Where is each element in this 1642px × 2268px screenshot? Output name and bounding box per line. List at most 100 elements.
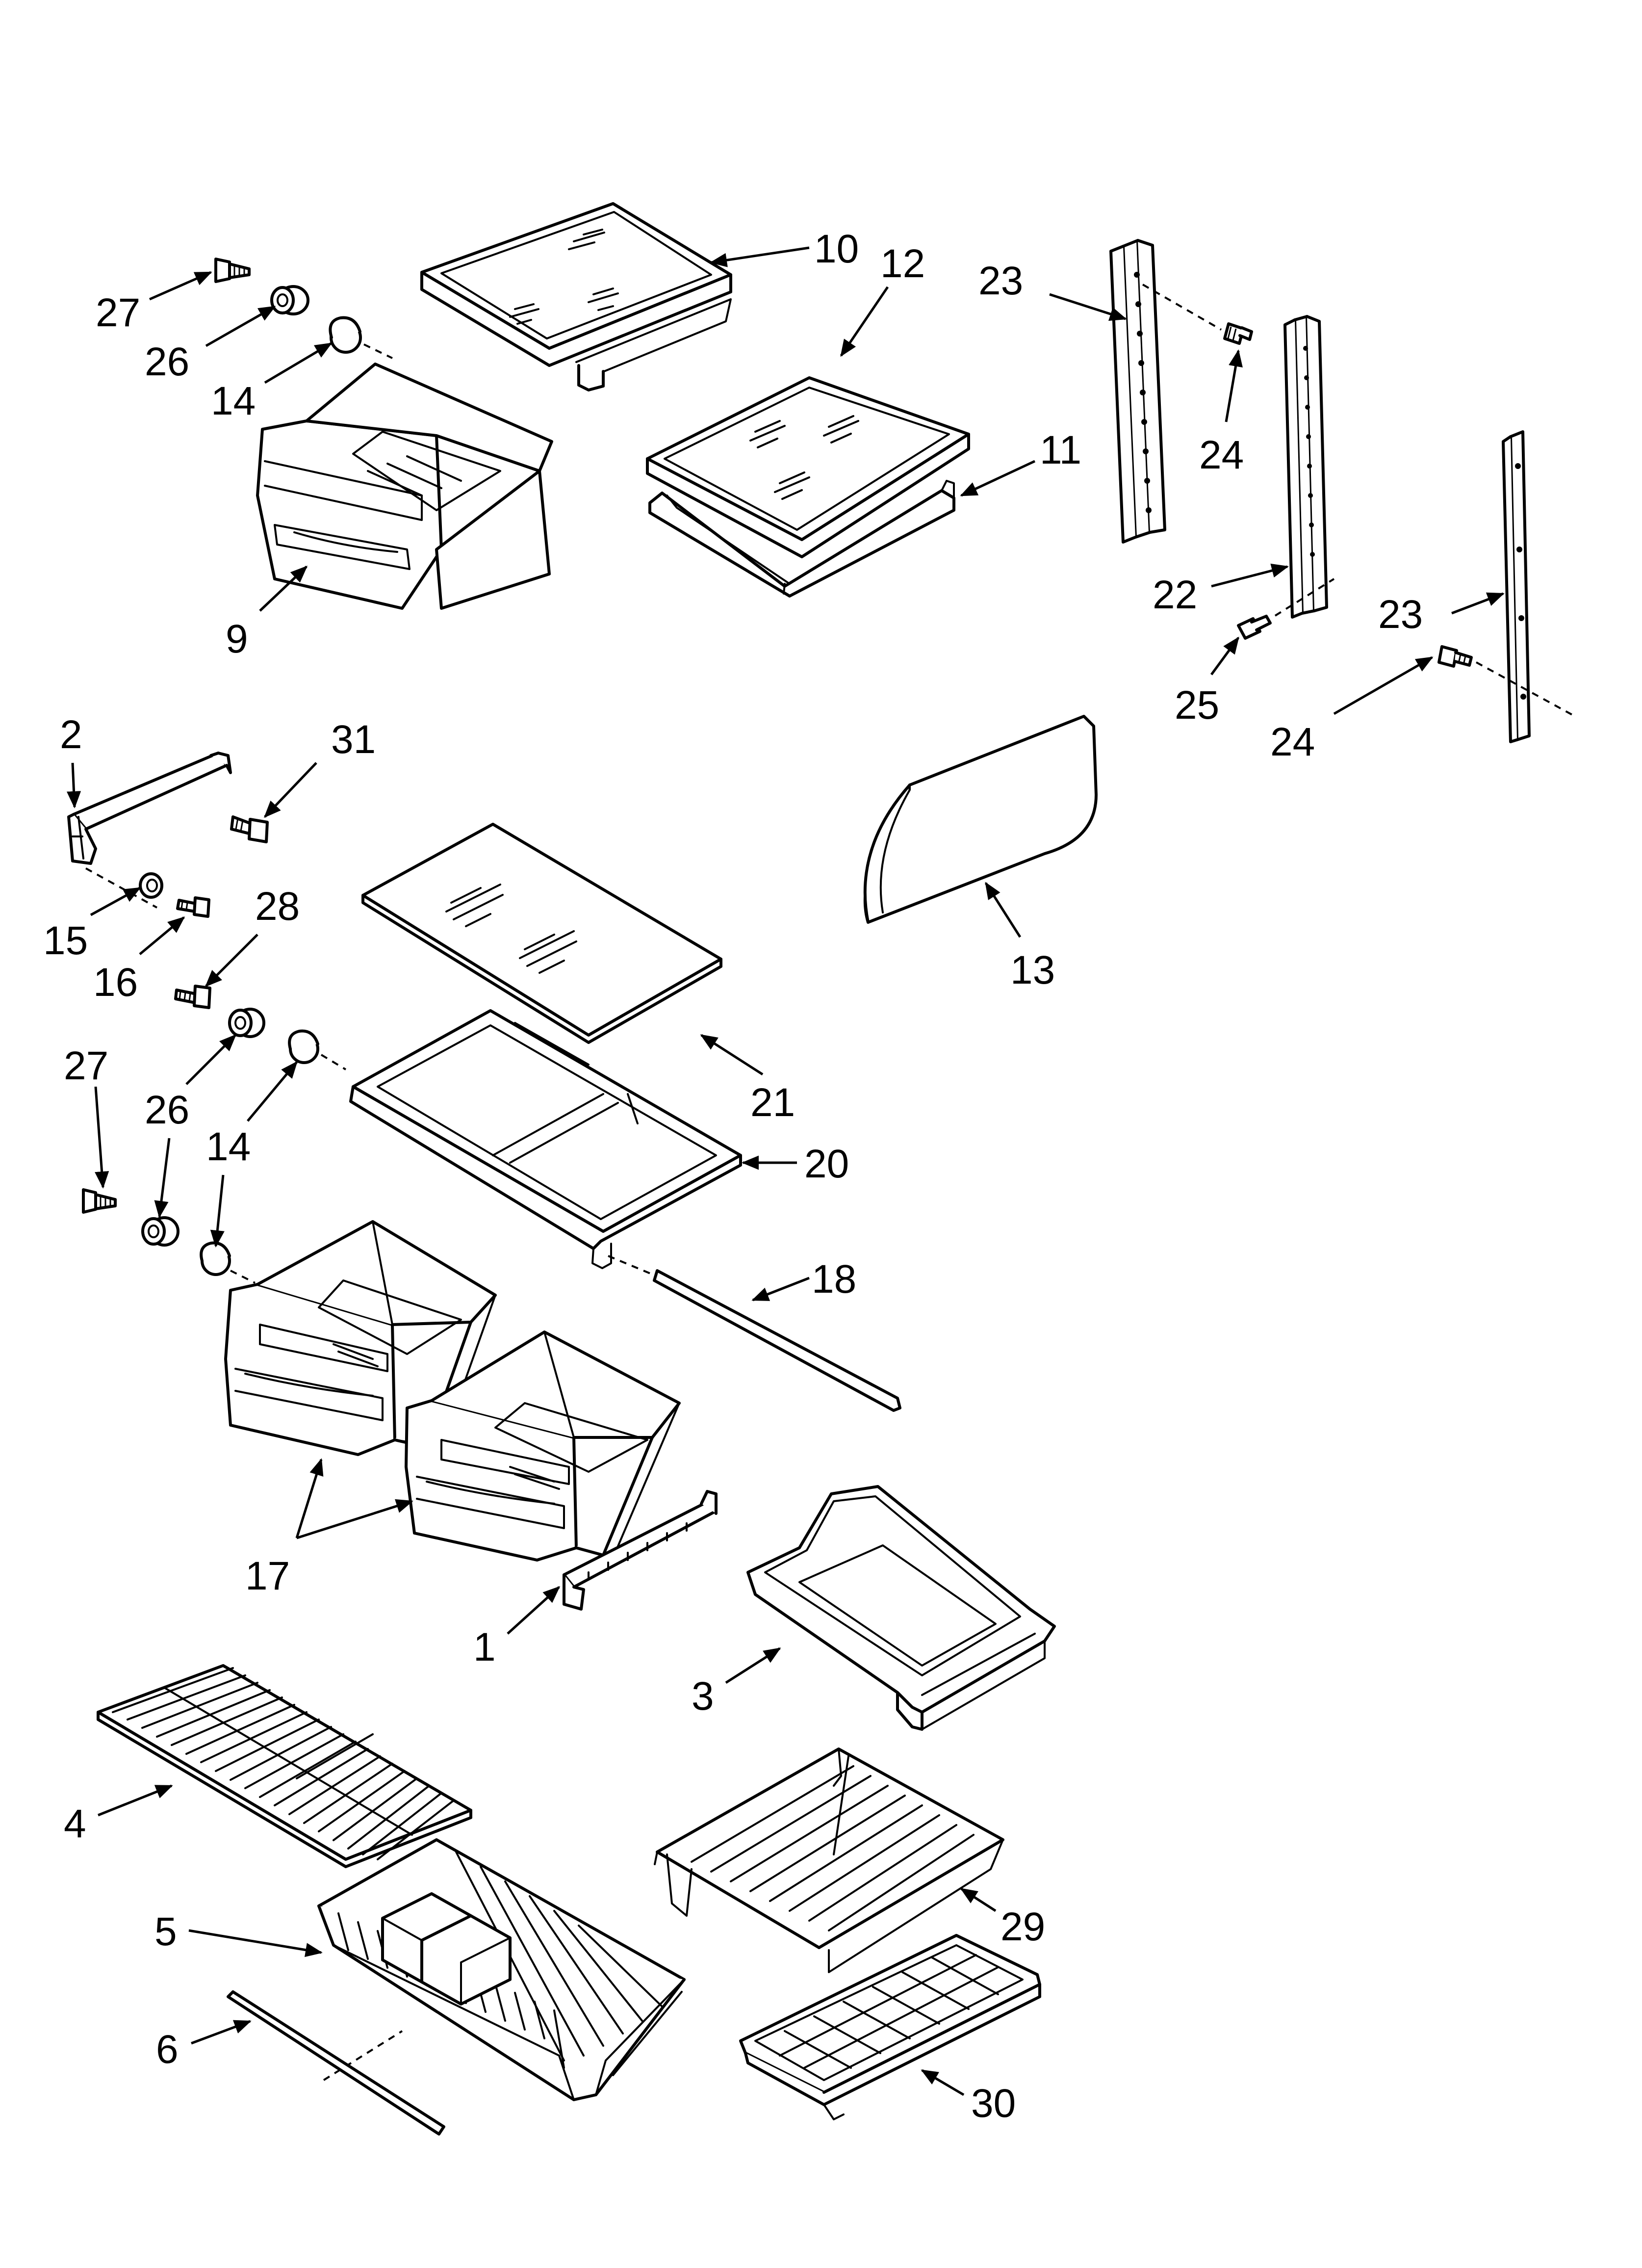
part-17-drawer-left — [224, 1220, 497, 1456]
leader-28 — [205, 934, 258, 988]
leader-23-right — [1451, 592, 1505, 615]
callout-24-top: 24 — [1199, 433, 1244, 477]
part-26-spacer-lower — [141, 1216, 180, 1247]
part-18-rod — [653, 1269, 901, 1412]
part-31-screw — [230, 815, 269, 843]
callout-31: 31 — [331, 717, 376, 762]
leader-26-middle — [185, 1034, 237, 1085]
callout-27-middle: 27 — [64, 1043, 108, 1088]
part-27-screw — [214, 258, 251, 283]
part-9-crisper-drawer — [256, 363, 553, 610]
leader-24-right — [1333, 656, 1434, 715]
callout-23-left: 23 — [978, 259, 1023, 303]
part-16-screw — [176, 896, 210, 918]
callout-25: 25 — [1175, 683, 1219, 728]
callout-23-right: 23 — [1378, 592, 1423, 637]
callout-26-middle: 26 — [145, 1088, 189, 1132]
part-24-screw-right — [1437, 645, 1473, 668]
leader-22 — [1211, 563, 1289, 588]
callout-15: 15 — [43, 918, 88, 963]
leader-3 — [725, 1647, 781, 1684]
leader-4 — [98, 1784, 173, 1817]
callout-17: 17 — [245, 1554, 290, 1598]
callout-11: 11 — [1040, 428, 1081, 472]
part-2-bracket — [67, 752, 232, 865]
callout-5: 5 — [154, 1909, 177, 1954]
leader-23-left — [1049, 293, 1127, 321]
leader-21 — [700, 1034, 764, 1076]
callout-6: 6 — [156, 2027, 179, 2072]
part-3-bin — [746, 1485, 1056, 1731]
part-23-rail-left — [1109, 239, 1166, 544]
callout-14-middle: 14 — [206, 1124, 251, 1169]
callout-20: 20 — [804, 1142, 849, 1186]
leader-31 — [263, 762, 317, 818]
dash-line-25-rail — [1274, 578, 1335, 617]
leader-16 — [139, 916, 185, 955]
dash-line-14-frame — [320, 1054, 347, 1070]
part-23-rail-right — [1502, 430, 1531, 743]
callout-12: 12 — [880, 241, 925, 286]
leader-18 — [751, 1277, 810, 1302]
callout-13: 13 — [1010, 948, 1055, 992]
part-28-screw — [174, 985, 211, 1009]
part-12-glass-shelf — [646, 376, 970, 558]
part-27-screw-middle — [82, 1188, 117, 1214]
part-15-washer — [139, 872, 163, 899]
leader-lines — [67, 246, 1505, 2096]
part-25-screw — [1237, 615, 1272, 640]
leader-14-middle — [247, 1061, 298, 1122]
dash-line-6-basket — [323, 2030, 403, 2081]
callout-28: 28 — [255, 884, 300, 929]
leader-14-lower — [210, 1174, 225, 1248]
dash-line-24-rail — [1142, 284, 1222, 331]
callout-21: 21 — [750, 1080, 795, 1125]
part-22-rail-middle — [1283, 315, 1328, 619]
callout-1: 1 — [473, 1625, 496, 1669]
part-14-bumper — [329, 316, 362, 354]
part-1-rail — [563, 1490, 718, 1611]
leader-12 — [840, 286, 889, 357]
part-6-rod — [227, 1990, 445, 2136]
callout-30: 30 — [971, 2081, 1016, 2126]
part-13-cover — [863, 715, 1098, 924]
callout-18: 18 — [812, 1257, 856, 1302]
leader-15 — [90, 886, 141, 916]
part-5-wire-basket — [317, 1838, 686, 2101]
leader-26-lower — [154, 1138, 171, 1218]
leader-9 — [259, 565, 308, 612]
callout-27-top: 27 — [96, 290, 140, 335]
leader-30 — [921, 2069, 965, 2096]
leader-25 — [1210, 636, 1240, 676]
callout-4: 4 — [64, 1801, 86, 1846]
callout-labels: 27 26 14 9 10 12 11 23 24 22 25 23 24 2 … — [43, 227, 1423, 2126]
callout-9: 9 — [226, 617, 248, 661]
part-17-drawer-right — [405, 1330, 681, 1562]
leader-13 — [984, 882, 1022, 938]
leader-14-top — [264, 342, 333, 384]
leader-29 — [960, 1887, 997, 1912]
dash-line-14-bin — [363, 343, 393, 359]
part-14-bumper-lower — [200, 1241, 231, 1276]
part-21-glass-panel — [361, 823, 722, 1044]
callout-24-right: 24 — [1270, 720, 1315, 764]
leader-6 — [191, 2020, 252, 2045]
leader-1 — [507, 1586, 561, 1635]
part-29-wire-rack — [654, 1747, 1004, 1973]
callout-14-top: 14 — [211, 379, 256, 423]
part-20-shelf-frame — [349, 1009, 742, 1269]
dash-line-14-drawer — [230, 1270, 256, 1284]
callout-16: 16 — [93, 960, 138, 1005]
leader-26-top — [205, 305, 276, 347]
part-14-bumper-middle — [288, 1029, 319, 1064]
callout-3: 3 — [692, 1674, 714, 1719]
part-26-spacer-middle — [228, 1008, 265, 1038]
leader-17-left — [295, 1458, 324, 1538]
part-30-ice-tray — [739, 1934, 1041, 2120]
dash-line-24-right — [1476, 661, 1577, 718]
leader-10 — [710, 246, 810, 267]
callout-29: 29 — [1001, 1904, 1045, 1949]
part-24-screw-top — [1223, 322, 1253, 345]
callout-26-top: 26 — [145, 339, 189, 384]
